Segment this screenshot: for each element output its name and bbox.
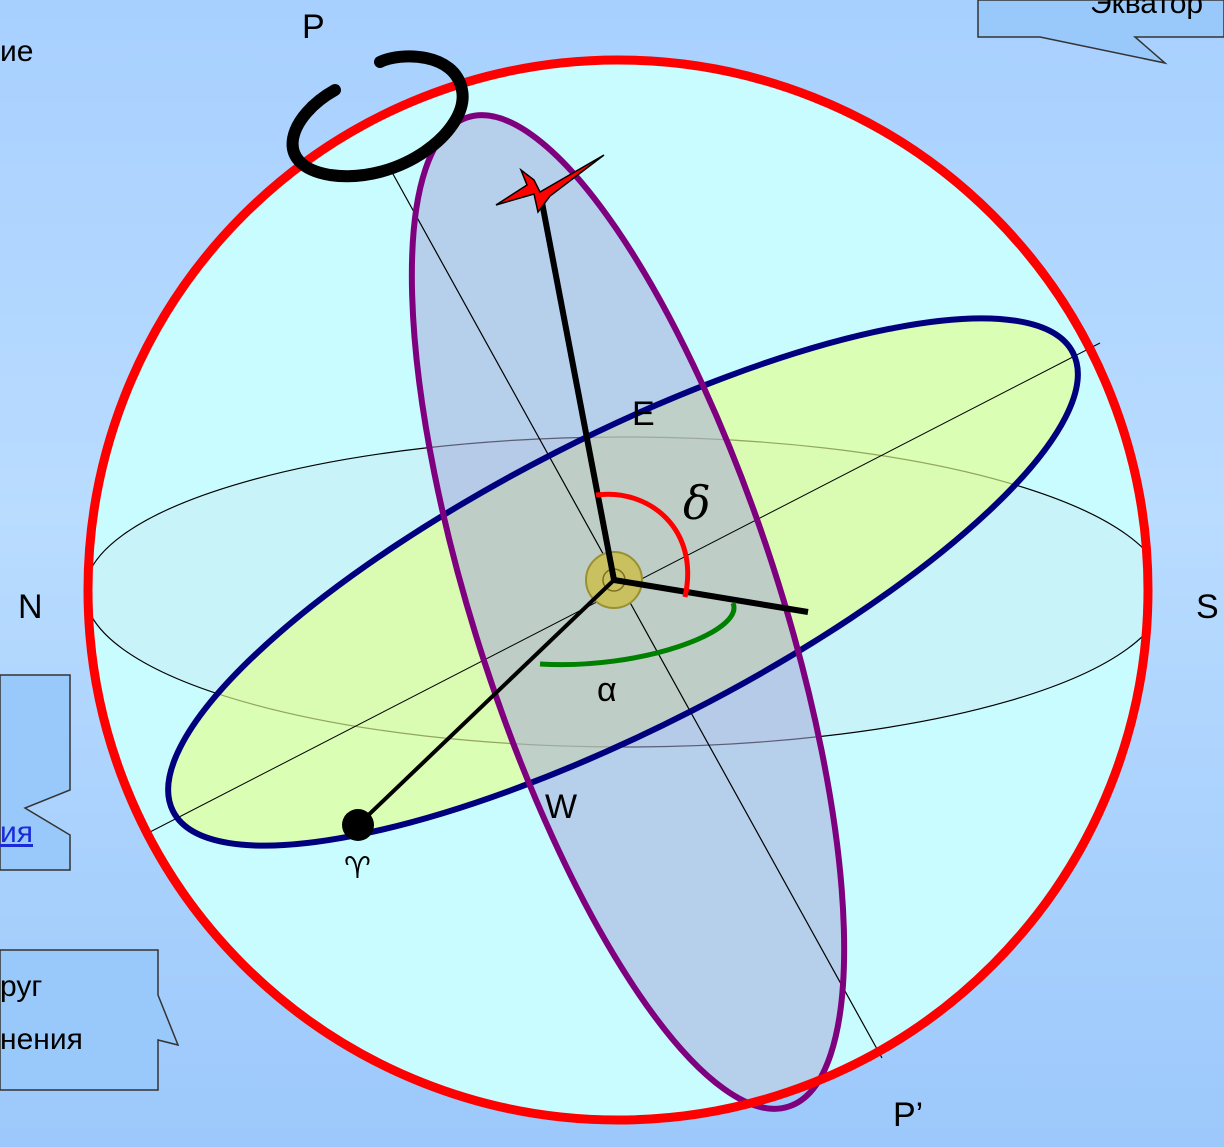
equinox-radius-line [356,578,616,827]
callout-top-right [977,0,1224,65]
label-declination: δ [683,476,711,530]
label-north: N [18,588,43,626]
hour-circle-radius-line [613,577,809,615]
label-vernal-equinox: ♈ [344,851,371,886]
right-ascension-arc [539,602,737,668]
callout-left-top-text: ие [0,35,34,68]
callout-top-right-text: Экватор [1090,0,1204,20]
celestial-sphere-outline [83,55,1153,1125]
callout-bottom-left [0,949,180,1091]
callout-bottom-left-text-1: руг [0,970,43,1003]
label-pole-north: P [302,8,325,46]
callout-left-middle [0,674,71,871]
hour-circle-plane [411,115,845,1109]
star-icon [495,154,605,214]
declination-arc [595,491,691,598]
world-axis [387,164,883,1059]
label-west: W [545,788,578,826]
celestial-equator-ring [165,315,1081,849]
hour-circle-ring [408,112,848,1112]
label-right-ascension: α [597,671,617,709]
label-east: E [632,395,655,433]
callout-left-middle-link[interactable]: ия [0,816,34,849]
callout-bottom-left-text-2: нения [0,1023,83,1056]
label-south: S [1196,588,1219,626]
label-pole-south: P’ [893,1096,924,1134]
vernal-equinox-point [342,809,374,841]
rotation-arrow-icon [286,50,469,183]
star-radius-line [537,191,617,581]
